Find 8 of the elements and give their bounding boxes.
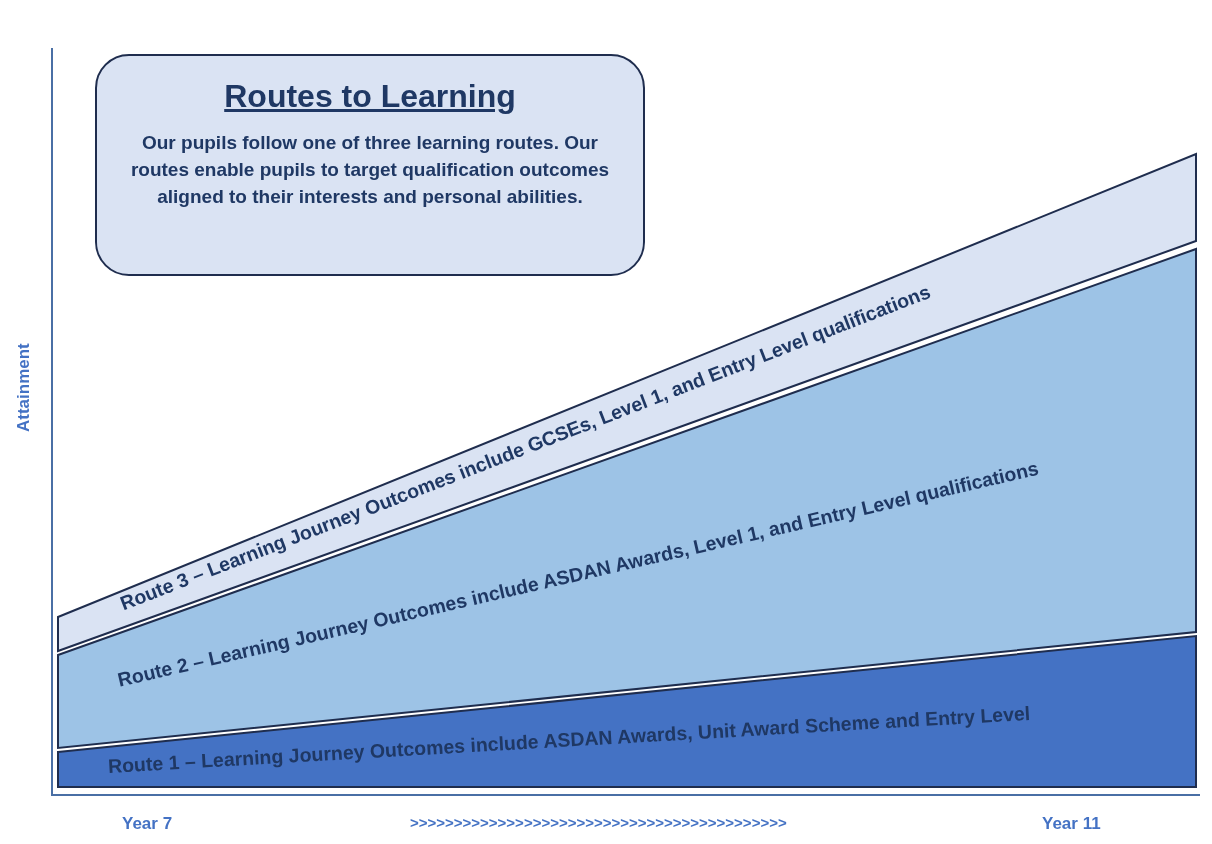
panel-heading: Routes to Learning [224, 78, 516, 115]
panel-description: Our pupils follow one of three learning routes. Our routes enable pupils to target qualification outcomes aligned to their interests and personal abilities. [130, 132, 610, 207]
intro-panel [95, 54, 645, 276]
axis-label: Year 11 [1042, 814, 1101, 834]
progression-chevrons: >>>>>>>>>>>>>>>>>>>>>>>>>>>>>>>>>>>>>>>>>>> [410, 814, 787, 831]
route-label: Route 1 – Learning Journey Outcomes include ASDAN Awards, Unit Award Scheme and Entry Level [107, 700, 1031, 778]
axis-label: Year 7 [122, 814, 173, 834]
axis-title: Attainment [14, 343, 34, 432]
